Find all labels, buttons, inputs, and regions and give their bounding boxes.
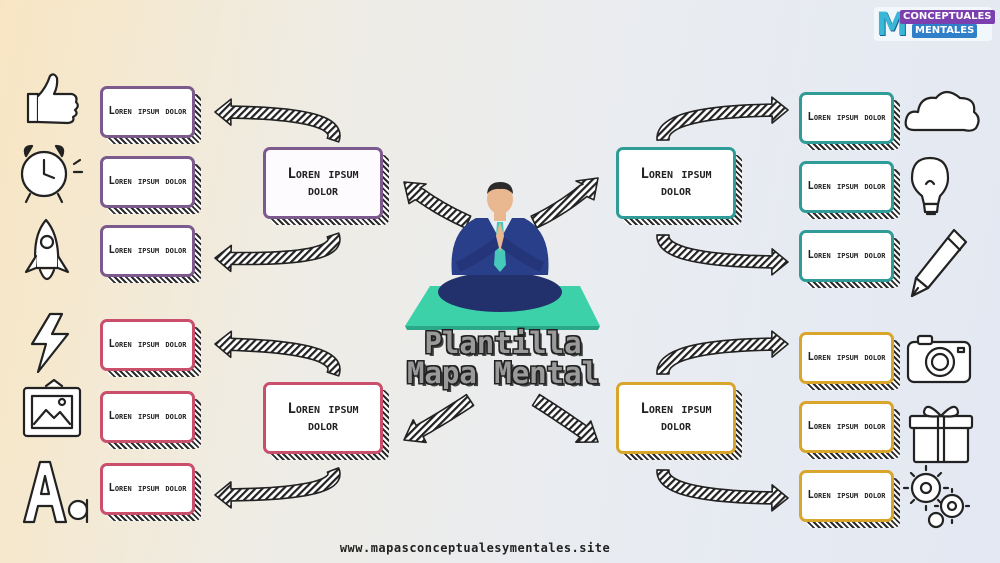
- subtopic-text: Loren ipsum dolor: [108, 175, 187, 188]
- subtopic-text: Loren ipsum dolor: [807, 489, 886, 502]
- branch-1-arrow-bottom: [214, 232, 341, 273]
- branch-4-arrow-bottom: [656, 469, 789, 512]
- subtopic-text: Loren ipsum dolor: [108, 244, 187, 257]
- lightning-icon: [30, 312, 70, 374]
- footer-url[interactable]: www.mapasconceptualesymentales.site: [339, 541, 611, 555]
- branch-3-arrow-top: [214, 330, 341, 377]
- title-line-1: Plantilla: [424, 326, 582, 360]
- branch-4-arrow-top: [656, 330, 789, 375]
- subtopic-box-1-3: Loren ipsum dolor: [100, 225, 201, 283]
- rocket-icon: [24, 218, 70, 281]
- subtopic-text: Loren ipsum dolor: [807, 111, 886, 124]
- subtopic-box-1-2: Loren ipsum dolor: [100, 156, 201, 214]
- camera-icon: [906, 334, 972, 384]
- main-topic-text: Loren ipsum dolor: [640, 400, 712, 435]
- brand-logo[interactable]: M CONCEPTUALES MENTALES: [874, 7, 995, 41]
- main-topic-text: Loren ipsum dolor: [287, 400, 359, 435]
- subtopic-box-4-1: Loren ipsum dolor: [799, 332, 900, 390]
- subtopic-box-2-2: Loren ipsum dolor: [799, 161, 900, 219]
- hands: [496, 222, 504, 252]
- pencil-icon: [910, 228, 968, 298]
- thumbs-up-icon: [26, 73, 79, 125]
- logo-line-2: MENTALES: [912, 24, 978, 38]
- subtopic-text: Loren ipsum dolor: [807, 420, 886, 433]
- subtopic-box-4-2: Loren ipsum dolor: [799, 401, 900, 459]
- title-line-2: Mapa Mental: [406, 356, 600, 390]
- branch-3-arrow-bottom: [214, 467, 341, 509]
- center-arrow-4: [531, 393, 599, 443]
- cloud-icon: [904, 90, 980, 132]
- map-title: Plantilla Mapa Mental: [392, 328, 614, 388]
- logo-line-1: CONCEPTUALES: [900, 10, 995, 24]
- center-arrow-3: [403, 393, 475, 444]
- alarm-clock-icon: [20, 144, 84, 204]
- main-topic-box-4: Loren ipsum dolor: [616, 382, 742, 460]
- picture-frame-icon: [22, 378, 82, 438]
- branch-1-arrow-top: [214, 98, 341, 143]
- main-topic-text: Loren ipsum dolor: [287, 165, 359, 200]
- subtopic-box-4-3: Loren ipsum dolor: [799, 470, 900, 528]
- subtopic-box-2-1: Loren ipsum dolor: [799, 92, 900, 150]
- lightbulb-icon: [910, 156, 950, 216]
- font-icon: [22, 460, 89, 524]
- crossed-legs: [438, 272, 562, 312]
- subtopic-box-3-1: Loren ipsum dolor: [100, 319, 201, 377]
- subtopic-text: Loren ipsum dolor: [108, 410, 187, 423]
- gears-icon: [902, 464, 971, 529]
- subtopic-box-3-2: Loren ipsum dolor: [100, 391, 201, 449]
- subtopic-text: Loren ipsum dolor: [108, 482, 187, 495]
- main-topic-box-1: Loren ipsum dolor: [263, 147, 389, 225]
- branch-2-arrow-bottom: [656, 234, 789, 276]
- subtopic-box-1-1: Loren ipsum dolor: [100, 86, 201, 144]
- head: [487, 184, 513, 214]
- subtopic-text: Loren ipsum dolor: [807, 180, 886, 193]
- main-topic-text: Loren ipsum dolor: [640, 165, 712, 200]
- gift-icon: [908, 405, 974, 464]
- main-topic-box-2: Loren ipsum dolor: [616, 147, 742, 225]
- subtopic-text: Loren ipsum dolor: [108, 105, 187, 118]
- subtopic-text: Loren ipsum dolor: [807, 249, 886, 262]
- center-arrow-1: [403, 181, 472, 229]
- center-arrow-2: [530, 177, 599, 229]
- subtopic-text: Loren ipsum dolor: [807, 351, 886, 364]
- subtopic-box-3-3: Loren ipsum dolor: [100, 463, 201, 521]
- subtopic-text: Loren ipsum dolor: [108, 338, 187, 351]
- branch-2-arrow-top: [656, 96, 789, 141]
- main-topic-box-3: Loren ipsum dolor: [263, 382, 389, 460]
- subtopic-box-2-3: Loren ipsum dolor: [799, 230, 900, 288]
